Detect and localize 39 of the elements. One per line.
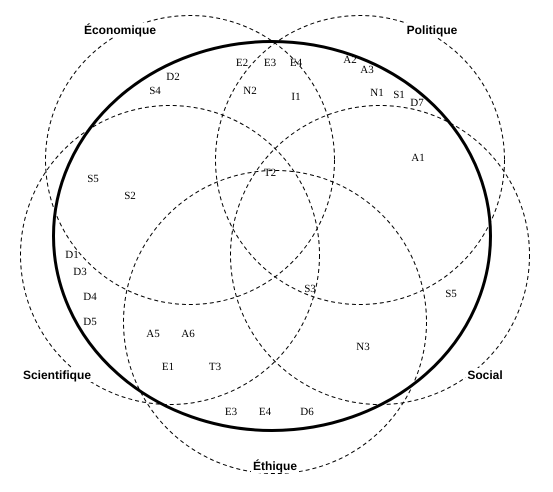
set-circle xyxy=(215,15,505,305)
code-label: D2 xyxy=(166,71,180,83)
set-label: Politique xyxy=(404,23,460,37)
code-label: A1 xyxy=(411,152,425,164)
code-label: T3 xyxy=(208,361,222,373)
code-label: S5 xyxy=(87,173,99,185)
code-label: S1 xyxy=(393,89,405,101)
code-label: A6 xyxy=(181,328,195,340)
code-label: S3 xyxy=(304,283,316,295)
code-label: A5 xyxy=(146,328,160,340)
code-label: A3 xyxy=(360,64,374,76)
set-label: Économique xyxy=(82,23,158,37)
set-label: Scientifique xyxy=(21,368,93,382)
code-label: D7 xyxy=(410,97,424,109)
set-label: Éthique xyxy=(251,459,299,473)
set-circle xyxy=(45,15,335,305)
code-label: D6 xyxy=(300,406,314,418)
code-label: E4 xyxy=(290,57,302,69)
code-label: N1 xyxy=(370,87,384,99)
code-label: E3 xyxy=(264,57,276,69)
code-label: T2 xyxy=(264,167,276,179)
set-circle xyxy=(20,105,320,405)
code-label: N3 xyxy=(356,341,370,353)
code-label: S2 xyxy=(124,190,136,202)
code-label: E3 xyxy=(224,406,238,418)
set-label: Social xyxy=(465,368,505,382)
code-label: S5 xyxy=(445,288,457,300)
set-circle xyxy=(230,105,530,405)
code-label: D3 xyxy=(73,266,87,278)
code-label: E2 xyxy=(236,57,248,69)
code-label: E1 xyxy=(162,361,174,373)
code-label: N2 xyxy=(243,85,257,97)
code-label: E4 xyxy=(258,406,272,418)
set-circle xyxy=(123,170,427,474)
code-label: D4 xyxy=(83,291,97,303)
code-label: S4 xyxy=(149,85,161,97)
code-label: D5 xyxy=(83,316,97,328)
code-label: I1 xyxy=(291,91,301,103)
code-label: D1 xyxy=(65,249,79,261)
